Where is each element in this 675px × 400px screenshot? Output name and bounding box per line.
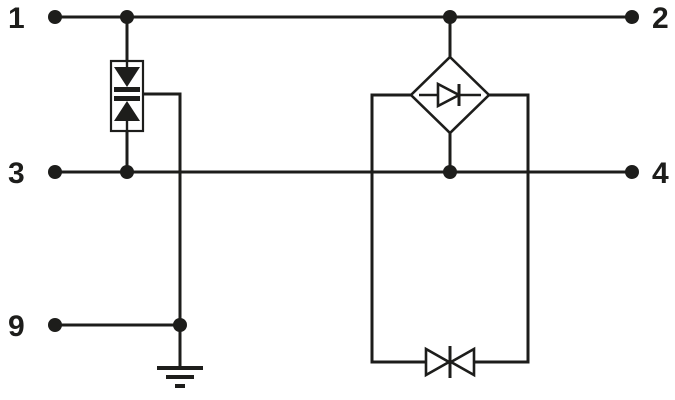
- junction-dot-middle-right: [443, 165, 457, 179]
- junction-dot-ground: [173, 318, 187, 332]
- junction-dots: [48, 10, 639, 332]
- junction-dot-top-left: [120, 10, 134, 24]
- terminal-dot-4: [625, 165, 639, 179]
- bidirectional-diac: [424, 346, 476, 378]
- junction-dot-top-right: [443, 10, 457, 24]
- suppressor-bottom-diode-triangle: [114, 101, 140, 121]
- bidirectional-suppressor-diode: [109, 59, 145, 133]
- parallel-loop-left-wire: [370, 93, 450, 364]
- suppressor-top-cathode-bar: [114, 87, 140, 92]
- terminal-dot-9: [48, 318, 62, 332]
- suppressor-top-diode-triangle: [114, 67, 140, 87]
- terminal-label-1: 1: [8, 2, 25, 35]
- terminal-label-3: 3: [8, 157, 25, 190]
- diac-left-triangle: [424, 346, 452, 378]
- terminal-labels: 1 2 3 4 9: [8, 2, 669, 343]
- diac-right-triangle: [448, 346, 476, 378]
- spark-gap-arrester: [409, 55, 491, 135]
- terminal-dot-3: [48, 165, 62, 179]
- terminal-dot-2: [625, 10, 639, 24]
- junction-dot-middle-left: [120, 165, 134, 179]
- arrester-diode-triangle: [436, 81, 462, 109]
- terminal-dot-1: [48, 10, 62, 24]
- suppressor-bottom-cathode-bar: [114, 96, 140, 101]
- terminal-label-2: 2: [652, 2, 669, 35]
- earth-ground-symbol: [157, 366, 203, 388]
- parallel-loop-right-wire: [450, 93, 530, 364]
- terminal-label-4: 4: [652, 157, 669, 190]
- terminal-label-9: 9: [8, 310, 25, 343]
- center-tap-wire: [143, 92, 182, 368]
